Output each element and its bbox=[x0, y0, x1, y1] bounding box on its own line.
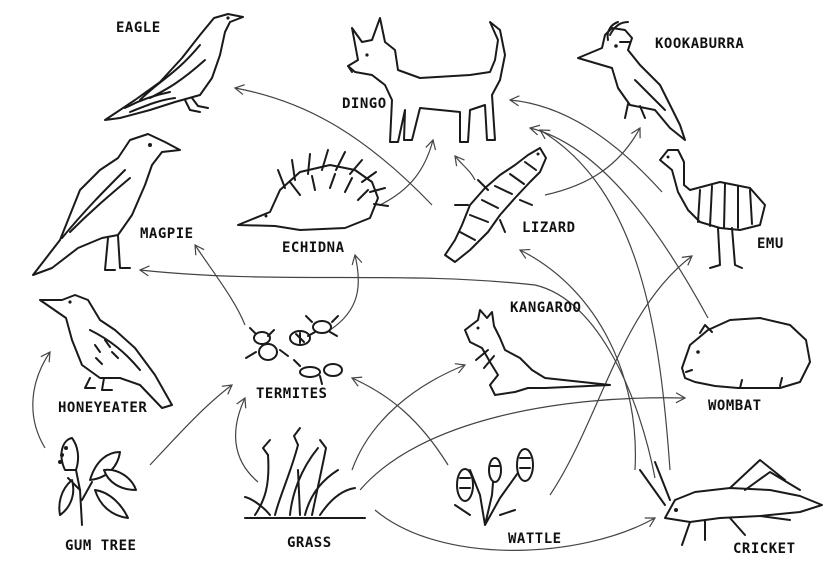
echidna-illustration bbox=[237, 149, 389, 231]
arrow-gumtree-to-termites bbox=[149, 384, 233, 466]
lizard-illustration bbox=[444, 147, 547, 263]
arrow-termites-to-echidna bbox=[329, 253, 363, 331]
arrow-grass-to-wombat bbox=[359, 392, 687, 491]
arrow-wombat-to-dingo bbox=[528, 124, 709, 319]
grass-illustration bbox=[244, 427, 366, 519]
arrow-wattle-to-termites bbox=[350, 376, 449, 466]
wattle-illustration bbox=[454, 448, 534, 526]
arrow-lizard-to-kookaburra bbox=[544, 126, 641, 196]
kookaburra-illustration bbox=[577, 21, 686, 141]
gum-tree-illustration bbox=[58, 437, 137, 526]
arrow-emu-to-dingo bbox=[508, 95, 663, 193]
label-dingo: DINGO bbox=[342, 96, 387, 112]
label-wombat: WOMBAT bbox=[708, 398, 762, 414]
label-magpie: MAGPIE bbox=[140, 226, 194, 242]
arrow-grass-to-kangaroo bbox=[351, 363, 467, 471]
label-echidna: ECHIDNA bbox=[282, 240, 345, 256]
arrow-lizard-to-eagle bbox=[233, 84, 433, 206]
magpie-illustration bbox=[32, 133, 181, 276]
label-cricket: CRICKET bbox=[733, 541, 796, 557]
arrow-termites-to-magpie bbox=[194, 243, 246, 326]
labels: EAGLE DINGO KOOKABURRA MAGPIE ECHIDNA LI… bbox=[58, 20, 796, 557]
label-termites: TERMITES bbox=[256, 386, 327, 402]
kangaroo-illustration bbox=[464, 309, 611, 396]
cricket-illustration bbox=[639, 459, 823, 546]
eagle-illustration bbox=[104, 13, 244, 121]
label-gum-tree: GUM TREE bbox=[65, 538, 136, 554]
emu-illustration bbox=[659, 149, 766, 269]
arrow-cricket-to-kookaburra bbox=[538, 129, 671, 471]
label-eagle: EAGLE bbox=[116, 20, 161, 36]
wombat-illustration bbox=[681, 317, 811, 389]
arrow-lizard-to-dingo bbox=[454, 155, 476, 181]
arrow-gumtree-to-honeyeater bbox=[32, 350, 51, 449]
label-lizard: LIZARD bbox=[522, 220, 576, 236]
dingo-illustration bbox=[347, 17, 506, 143]
label-grass: GRASS bbox=[287, 535, 332, 551]
arrows bbox=[32, 84, 709, 551]
termites-illustration bbox=[245, 315, 343, 385]
label-emu: EMU bbox=[757, 236, 784, 252]
label-honeyeater: HONEYEATER bbox=[58, 400, 147, 416]
arrow-grass-to-termites bbox=[235, 396, 259, 483]
arrow-echidna-to-dingo bbox=[379, 138, 437, 206]
label-kookaburra: KOOKABURRA bbox=[655, 36, 744, 52]
arrow-cricket-to-lizard bbox=[518, 248, 637, 471]
arrow-grass-to-cricket bbox=[374, 509, 657, 551]
arrow-wattle-to-emu bbox=[549, 255, 693, 496]
label-wattle: WATTLE bbox=[508, 531, 562, 547]
arrow-cricket-to-magpie bbox=[138, 265, 656, 479]
honeyeater-illustration bbox=[39, 294, 173, 409]
label-kangaroo: KANGAROO bbox=[510, 300, 581, 316]
